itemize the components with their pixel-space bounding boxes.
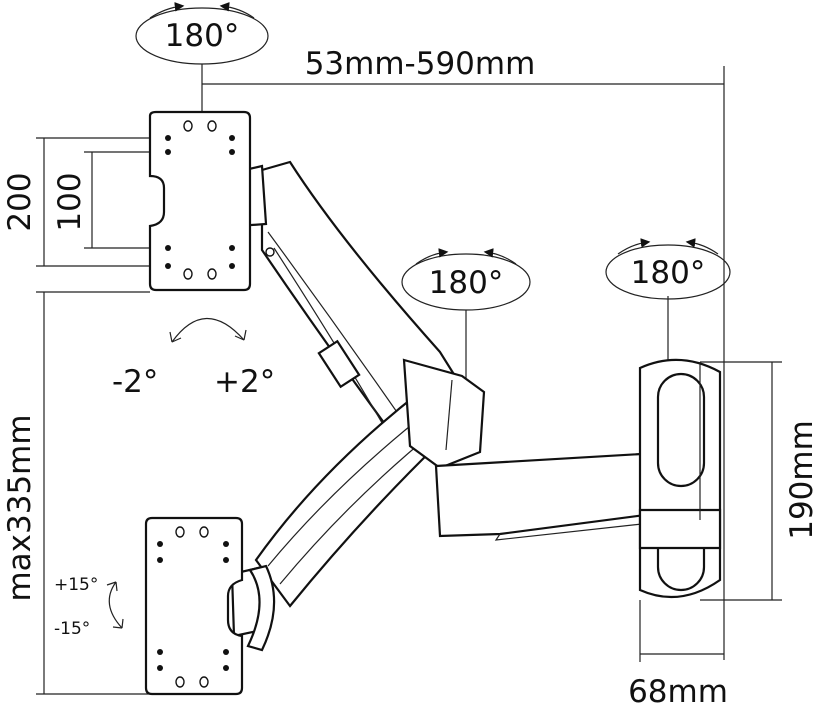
rotation-indicator-middle: [401, 248, 531, 311]
vesa-100-label: 100: [52, 172, 88, 231]
tilt-plus-label: +2°: [214, 364, 275, 400]
rotation-right-label: 180°: [631, 255, 706, 291]
vesa-200-label: 200: [2, 172, 38, 231]
swivel-plus-label: +15°: [54, 575, 98, 595]
dimension-lines: [36, 64, 782, 695]
tilt-arrow-icon: [169, 317, 247, 343]
rotation-middle-label: 180°: [429, 265, 504, 301]
swivel-arrow-icon: [106, 581, 124, 629]
wall-plate-depth-label: 68mm: [628, 674, 728, 710]
vesa-plate-bottom: [144, 516, 244, 696]
rotation-indicator-top: [135, 2, 269, 65]
wall-plate-height-label: 190mm: [784, 420, 817, 540]
extension-label: 53mm-590mm: [305, 46, 536, 82]
rotation-indicator-right: [605, 238, 731, 300]
max-height-label: max335mm: [2, 414, 38, 601]
elbow-joint: [402, 358, 486, 470]
wall-mount-plate: [638, 358, 722, 599]
swivel-minus-label: -15°: [54, 619, 90, 639]
vesa-plate-top: [148, 110, 252, 292]
rotation-top-label: 180°: [165, 18, 240, 54]
tilt-minus-label: -2°: [112, 364, 158, 400]
